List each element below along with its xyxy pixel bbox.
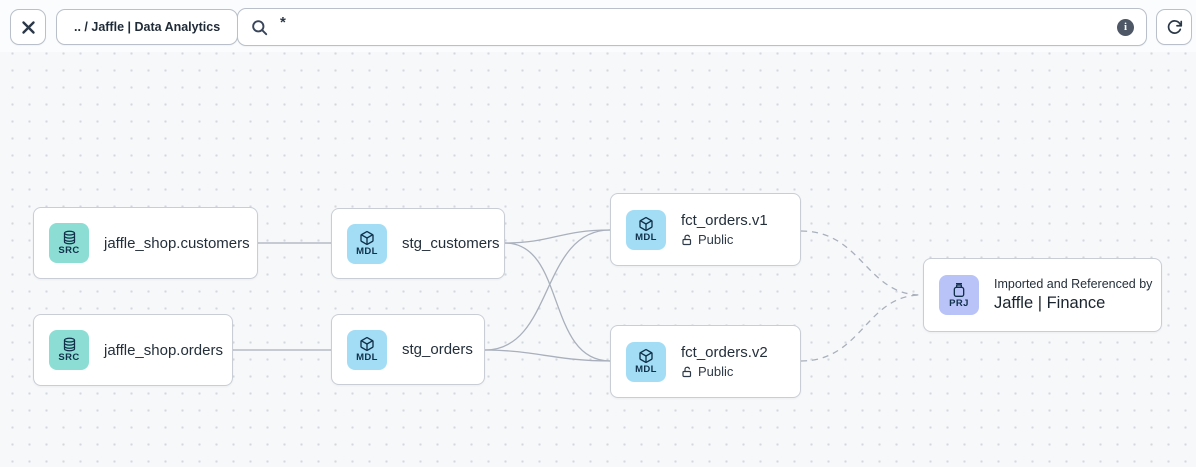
badge-label: PRJ [949, 297, 969, 309]
badge-label: SRC [58, 352, 80, 363]
database-icon [63, 337, 75, 352]
cube-icon [360, 336, 374, 352]
model-badge: MDL [626, 341, 666, 382]
cube-icon [639, 216, 653, 232]
access-row: Public [681, 232, 768, 247]
badge-label: MDL [635, 364, 657, 375]
node-source-jaffle-shop-customers[interactable]: SRC jaffle_shop.customers [33, 207, 258, 279]
toolbar: .. / Jaffle | Data Analytics * i [0, 0, 1196, 52]
close-button[interactable] [10, 9, 46, 45]
node-label: stg_orders [402, 341, 473, 358]
node-project-jaffle-finance[interactable]: PRJ Imported and Referenced by Jaffle | … [923, 258, 1162, 332]
close-icon [21, 20, 35, 34]
project-title: Jaffle | Finance [994, 294, 1106, 312]
node-label: jaffle_shop.customers [104, 234, 250, 252]
jar-icon [953, 282, 965, 297]
project-subtitle: Imported and Referenced by [994, 277, 1153, 291]
badge-label: MDL [635, 232, 657, 243]
breadcrumb[interactable]: .. / Jaffle | Data Analytics [56, 9, 239, 45]
badge-label: MDL [356, 352, 378, 363]
source-badge: SRC [49, 223, 89, 263]
access-label: Public [698, 232, 734, 247]
node-source-jaffle-shop-orders[interactable]: SRC jaffle_shop.orders [33, 314, 233, 386]
cube-icon [360, 230, 374, 246]
access-row: Public [681, 364, 768, 379]
unlocked-padlock-icon [682, 366, 692, 377]
unlocked-padlock-icon [682, 234, 692, 245]
access-label: Public [698, 364, 734, 379]
refresh-button[interactable] [1156, 9, 1192, 45]
node-model-fct-orders-v1[interactable]: MDL fct_orders.v1 Public [610, 193, 801, 266]
node-model-stg-orders[interactable]: MDL stg_orders [331, 314, 485, 385]
info-icon[interactable]: i [1117, 18, 1134, 36]
node-label: jaffle_shop.orders [104, 341, 223, 359]
badge-label: MDL [356, 246, 378, 257]
search-icon [252, 19, 268, 35]
model-badge: MDL [347, 329, 387, 370]
search-input[interactable]: * i [237, 8, 1147, 46]
node-label: fct_orders.v1 [681, 212, 768, 229]
database-icon [63, 230, 75, 245]
node-label: fct_orders.v2 [681, 344, 768, 361]
node-model-fct-orders-v2[interactable]: MDL fct_orders.v2 Public [610, 325, 801, 398]
info-glyph: i [1123, 21, 1128, 33]
refresh-icon [1167, 19, 1182, 34]
search-query: * [280, 14, 286, 31]
cube-icon [639, 348, 653, 364]
breadcrumb-label: .. / Jaffle | Data Analytics [74, 20, 221, 34]
node-model-stg-customers[interactable]: MDL stg_customers [331, 208, 505, 279]
badge-label: SRC [58, 245, 80, 256]
source-badge: SRC [49, 330, 89, 370]
project-badge: PRJ [939, 275, 979, 315]
node-label: stg_customers [402, 235, 500, 252]
model-badge: MDL [626, 209, 666, 250]
model-badge: MDL [347, 223, 387, 264]
